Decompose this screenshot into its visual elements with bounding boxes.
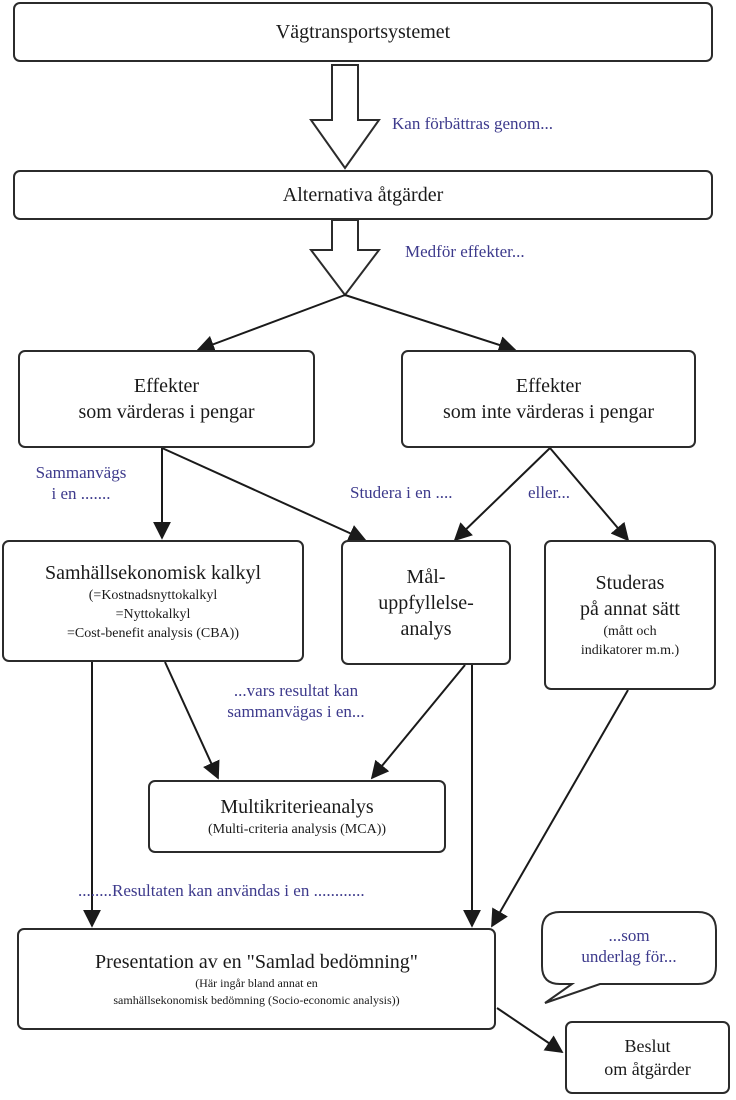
note-weighed-2: i en ....... (51, 484, 111, 503)
box-money-effects: Effekter som värderas i pengar (18, 350, 315, 448)
note-effects: Medför effekter... (405, 242, 525, 261)
note-basis-2: underlag för... (581, 947, 677, 966)
block-arrow-effects (308, 219, 382, 297)
box-goal-fulfilment: Mål- uppfyllelse- analys (341, 540, 511, 665)
block-arrow-improve (309, 64, 381, 170)
note-weighed: Sammanvägs i en ....... (16, 462, 146, 504)
arrow-cba-to-mca (164, 661, 220, 780)
arrow-other-to-presentation (491, 689, 629, 928)
label-cba-title: Samhällsekonomisk kalkyl (44, 561, 262, 584)
note-results-used: ........Resultaten kan användas i en ...… (78, 881, 365, 900)
speech-bubble (541, 911, 717, 1004)
arrow-nonmoney-to-goal (453, 447, 551, 542)
box-presentation: Presentation av en "Samlad bedömning" (H… (17, 928, 496, 1030)
label-nonmoney-effects-sub: som inte värderas i pengar (442, 401, 655, 423)
note-result-weighed: ...vars resultat kan sammanvägas i en... (196, 680, 396, 722)
note-basis-1: ...som (608, 926, 650, 945)
box-mca: Multikriterieanalys (Multi-criteria anal… (148, 780, 446, 853)
note-weighed-1: Sammanvägs (35, 463, 127, 482)
label-other-line-1: (mått och (603, 624, 657, 639)
arrow-to-nonmoney-effects (344, 294, 517, 354)
arrow-goal-to-mca (370, 664, 466, 780)
label-cba-line-2: =Nyttokalkyl (115, 606, 191, 622)
arrow-presentation-to-decision (496, 1007, 564, 1054)
box-cba: Samhällsekonomisk kalkyl (=Kostnadsnytto… (2, 540, 304, 662)
arrow-money-to-goal (161, 447, 367, 542)
box-studied-otherwise: Studeras på annat sätt (mått och indikat… (544, 540, 716, 690)
label-money-effects-sub: som värderas i pengar (78, 401, 255, 423)
box-alternative-measures: Alternativa åtgärder (13, 170, 713, 220)
arrow-to-money-effects (196, 294, 346, 353)
label-mca-title: Multikriterieanalys (220, 796, 374, 818)
note-basis: ...som underlag för... (560, 925, 698, 967)
label-goal-2: uppfyllelse- (378, 591, 474, 614)
note-improve: Kan förbättras genom... (392, 114, 553, 133)
note-result-weighed-2: sammanvägas i en... (227, 702, 365, 721)
note-or: eller... (528, 483, 571, 502)
label-alternative-measures: Alternativa åtgärder (282, 184, 444, 206)
label-presentation-line-2: samhällsekonomisk bedömning (Socio-econo… (113, 993, 400, 1007)
label-money-effects-title: Effekter (133, 375, 200, 397)
label-cba-line-1: (=Kostnadsnyttokalkyl (88, 587, 218, 603)
box-nonmoney-effects: Effekter som inte värderas i pengar (401, 350, 696, 448)
label-decision-2: om åtgärder (604, 1058, 691, 1079)
label-presentation-title: Presentation av en "Samlad bedömning" (95, 951, 418, 973)
label-presentation-line-1: (Här ingår bland annat en (195, 976, 318, 990)
label-mca-sub: (Multi-criteria analysis (MCA)) (207, 822, 387, 837)
box-decision: Beslut om åtgärder (565, 1021, 730, 1094)
label-cba-line-3: =Cost-benefit analysis (CBA)) (67, 625, 239, 641)
label-road-transport-system: Vägtransportsystemet (275, 21, 451, 43)
arrow-nonmoney-to-other (549, 447, 630, 542)
label-other-line-2: indikatorer m.m.) (580, 643, 680, 658)
label-nonmoney-effects-title: Effekter (515, 375, 582, 397)
label-other-title-2: på annat sätt (580, 598, 680, 620)
label-goal-3: analys (400, 617, 452, 640)
label-other-title-1: Studeras (595, 572, 665, 594)
box-road-transport-system: Vägtransportsystemet (13, 2, 713, 62)
note-result-weighed-1: ...vars resultat kan (233, 681, 359, 700)
note-study: Studera i en .... (350, 483, 453, 502)
label-goal-1: Mål- (406, 565, 446, 588)
label-decision-1: Beslut (624, 1035, 671, 1056)
